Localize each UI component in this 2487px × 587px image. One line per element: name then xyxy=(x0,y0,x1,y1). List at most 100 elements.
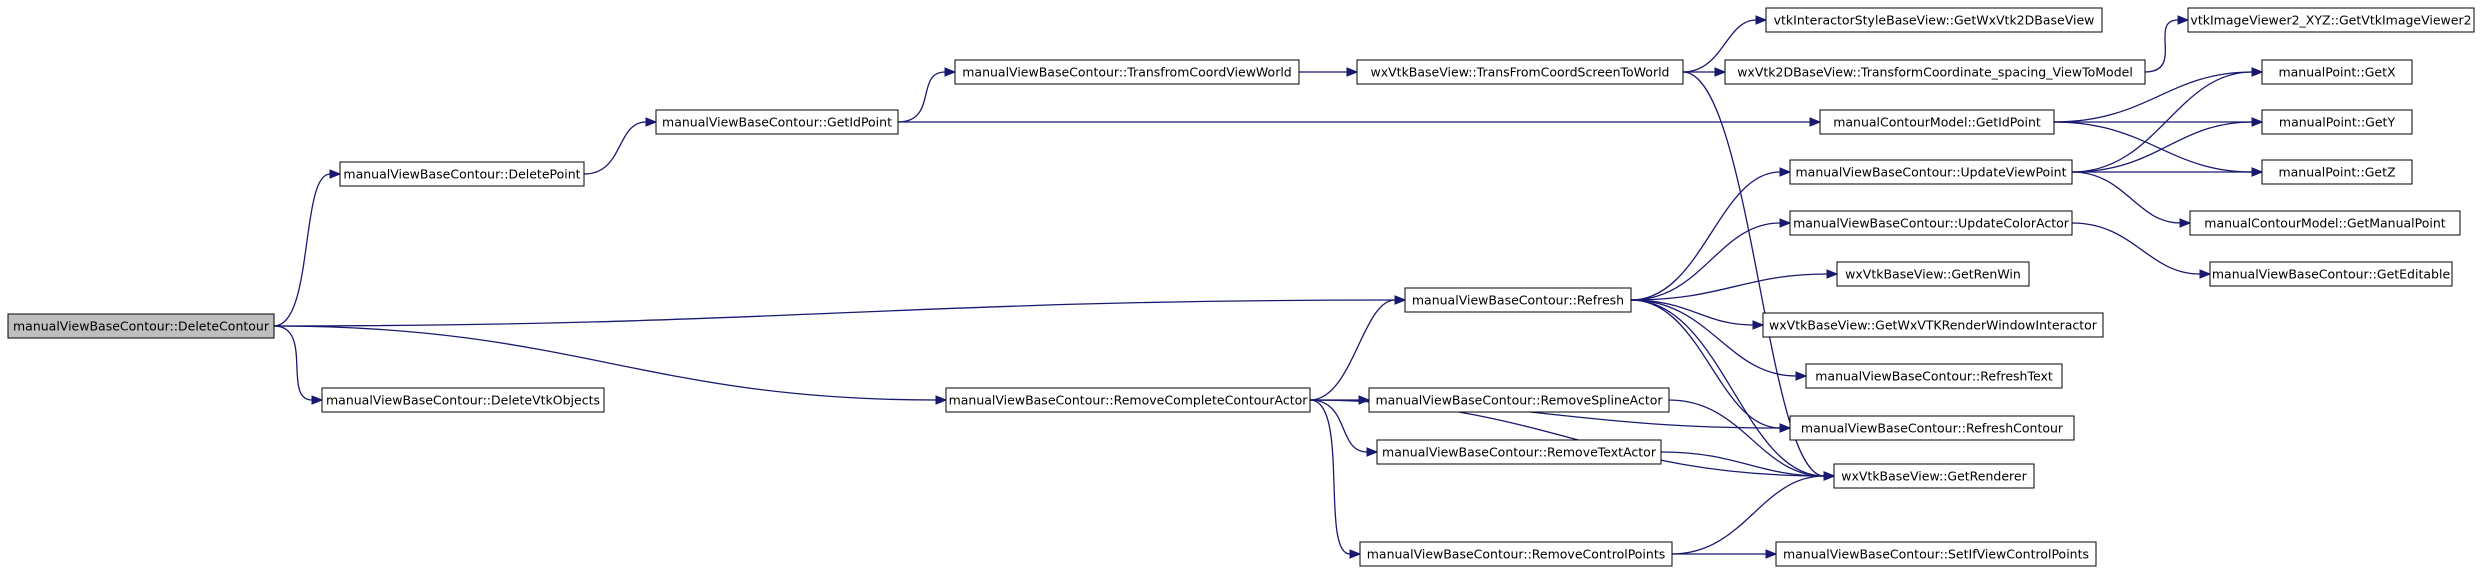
edge-arrow xyxy=(583,117,658,175)
graph-node[interactable]: manualPoint::GetZ xyxy=(2261,159,2413,185)
graph-node[interactable]: manualViewBaseContour::UpdateViewPoint xyxy=(1789,159,2073,185)
edge-arrowhead xyxy=(1826,269,1839,279)
node-label: wxVtk2DBaseView::TransformCoordinate_spa… xyxy=(1737,65,2133,80)
graph-node[interactable]: manualViewBaseContour::Refresh xyxy=(1404,287,1632,313)
edge-arrow xyxy=(2071,67,2264,173)
edge-arrowhead xyxy=(1809,117,1822,127)
node-box xyxy=(7,313,275,339)
graph-node[interactable]: manualViewBaseContour::DeletePoint xyxy=(339,161,585,187)
edge-arrow xyxy=(1630,167,1792,301)
graph-node[interactable]: manualViewBaseContour::RemoveControlPoin… xyxy=(1359,541,1673,567)
node-label: manualViewBaseContour::RemoveTextActor xyxy=(1382,445,1657,460)
node-box xyxy=(1819,109,2055,135)
edge-line xyxy=(1630,299,1781,429)
node-label: vtkInteractorStyleBaseView::GetWxVtk2DBa… xyxy=(1774,13,2095,28)
node-label: manualViewBaseContour::DeleteVtkObjects xyxy=(326,393,600,408)
edge-arrow xyxy=(1630,299,1808,381)
graph-node[interactable]: manualViewBaseContour::RemoveTextActor xyxy=(1376,439,1662,465)
node-box xyxy=(339,161,585,187)
graph-node[interactable]: wxVtkBaseView::GetWxVTKRenderWindowInter… xyxy=(1762,312,2104,338)
node-label: manualContourModel::GetManualPoint xyxy=(2204,216,2446,231)
edge-arrow xyxy=(1309,399,1379,457)
graph-node[interactable]: wxVtkBaseView::TransFromCoordScreenToWor… xyxy=(1356,59,1684,85)
edge-arrow xyxy=(2144,15,2190,73)
graph-node[interactable]: manualViewBaseContour::DeleteVtkObjects xyxy=(321,387,605,413)
edge-line xyxy=(1660,451,1825,477)
node-box xyxy=(1775,541,2097,567)
node-box xyxy=(1356,59,1684,85)
node-label: wxVtkBaseView::GetRenWin xyxy=(1845,267,2021,282)
graph-node[interactable]: manualViewBaseContour::SetIfViewControlP… xyxy=(1775,541,2097,567)
node-box xyxy=(1805,363,2063,389)
edge-arrowhead xyxy=(2179,218,2192,228)
node-label: manualContourModel::GetIdPoint xyxy=(1833,115,2041,130)
nodes-layer: manualViewBaseContour::DeleteContourmanu… xyxy=(7,7,2475,567)
graph-node[interactable]: manualViewBaseContour::UpdateColorActor xyxy=(1789,210,2073,236)
node-box xyxy=(2209,261,2453,287)
edge-arrow xyxy=(2072,167,2264,177)
edge-arrowhead xyxy=(935,395,948,405)
graph-node[interactable]: manualViewBaseContour::TransfromCoordVie… xyxy=(954,59,1300,85)
graph-node[interactable]: manualViewBaseContour::RefreshContour xyxy=(1789,415,2075,441)
graph-node[interactable]: wxVtkBaseView::GetRenderer xyxy=(1833,463,2035,489)
node-box xyxy=(1404,287,1632,313)
node-label: manualViewBaseContour::UpdateViewPoint xyxy=(1796,165,2067,180)
edge-arrowhead xyxy=(2251,67,2264,77)
edge-arrowhead xyxy=(2177,15,2190,25)
edge-arrowhead xyxy=(2251,167,2264,177)
node-label: manualViewBaseContour::DeletePoint xyxy=(343,167,580,182)
graph-node[interactable]: manualPoint::GetX xyxy=(2261,59,2413,85)
edge-line xyxy=(1668,399,1825,477)
edge-arrowhead xyxy=(311,395,324,405)
edge-line xyxy=(1630,171,1781,301)
graph-node[interactable]: manualContourModel::GetIdPoint xyxy=(1819,109,2055,135)
edge-arrow xyxy=(1309,399,1362,559)
edge-line xyxy=(2071,71,2253,173)
node-label: manualPoint::GetZ xyxy=(2278,165,2395,180)
node-label: vtkImageViewer2_XYZ::GetVtkImageViewer2 xyxy=(2190,13,2471,28)
graph-node[interactable]: wxVtk2DBaseView::TransformCoordinate_spa… xyxy=(1724,59,2146,85)
edge-arrowhead xyxy=(1779,423,1792,433)
node-box xyxy=(954,59,1300,85)
graph-node[interactable]: manualViewBaseContour::RemoveSplineActor xyxy=(1368,387,1670,413)
edge-line xyxy=(2071,121,2253,173)
node-label: manualViewBaseContour::RefreshText xyxy=(1815,369,2053,384)
edge-arrow xyxy=(1299,67,1359,77)
edge-line xyxy=(1682,19,1757,73)
node-label: manualViewBaseContour::GetEditable xyxy=(2212,267,2451,282)
graph-node[interactable]: manualViewBaseContour::RemoveCompleteCon… xyxy=(945,387,1311,413)
edge-arrow xyxy=(898,117,1822,127)
node-label: manualPoint::GetX xyxy=(2278,65,2396,80)
edge-arrowhead xyxy=(944,67,957,77)
edge-line xyxy=(1309,399,1368,453)
node-label: manualViewBaseContour::SetIfViewControlP… xyxy=(1783,547,2089,562)
edge-line xyxy=(273,299,1396,327)
node-label: manualViewBaseContour::RemoveCompleteCon… xyxy=(949,393,1309,408)
graph-node[interactable]: vtkImageViewer2_XYZ::GetVtkImageViewer2 xyxy=(2187,7,2475,33)
root-node[interactable]: manualViewBaseContour::DeleteContour xyxy=(7,313,275,339)
graph-node[interactable]: vtkInteractorStyleBaseView::GetWxVtk2DBa… xyxy=(1765,7,2103,33)
edge-line xyxy=(273,173,331,327)
edge-line xyxy=(2071,171,2181,224)
node-label: manualViewBaseContour::RemoveControlPoin… xyxy=(1367,547,1666,562)
edge-line xyxy=(583,121,647,175)
edge-line xyxy=(273,325,937,401)
edge-line xyxy=(1630,273,1828,301)
edge-arrowhead xyxy=(1795,371,1808,381)
edge-line xyxy=(1671,475,1825,555)
edge-arrowhead xyxy=(1366,447,1379,457)
graph-node[interactable]: manualContourModel::GetManualPoint xyxy=(2189,210,2461,236)
graph-node[interactable]: wxVtkBaseView::GetRenWin xyxy=(1836,261,2030,287)
node-box xyxy=(1833,463,2035,489)
edge-line xyxy=(2053,121,2253,173)
graph-node[interactable]: manualPoint::GetY xyxy=(2261,109,2413,135)
graph-node[interactable]: manualViewBaseContour::GetIdPoint xyxy=(655,109,899,135)
graph-node[interactable]: manualViewBaseContour::RefreshText xyxy=(1805,363,2063,389)
edge-arrowhead xyxy=(1752,320,1765,330)
edge-arrow xyxy=(2071,117,2264,173)
node-box xyxy=(1765,7,2103,33)
edge-line xyxy=(1309,399,1351,555)
edge-arrow xyxy=(273,325,948,405)
edge-arrowhead xyxy=(1349,549,1362,559)
graph-node[interactable]: manualViewBaseContour::GetEditable xyxy=(2209,261,2453,287)
